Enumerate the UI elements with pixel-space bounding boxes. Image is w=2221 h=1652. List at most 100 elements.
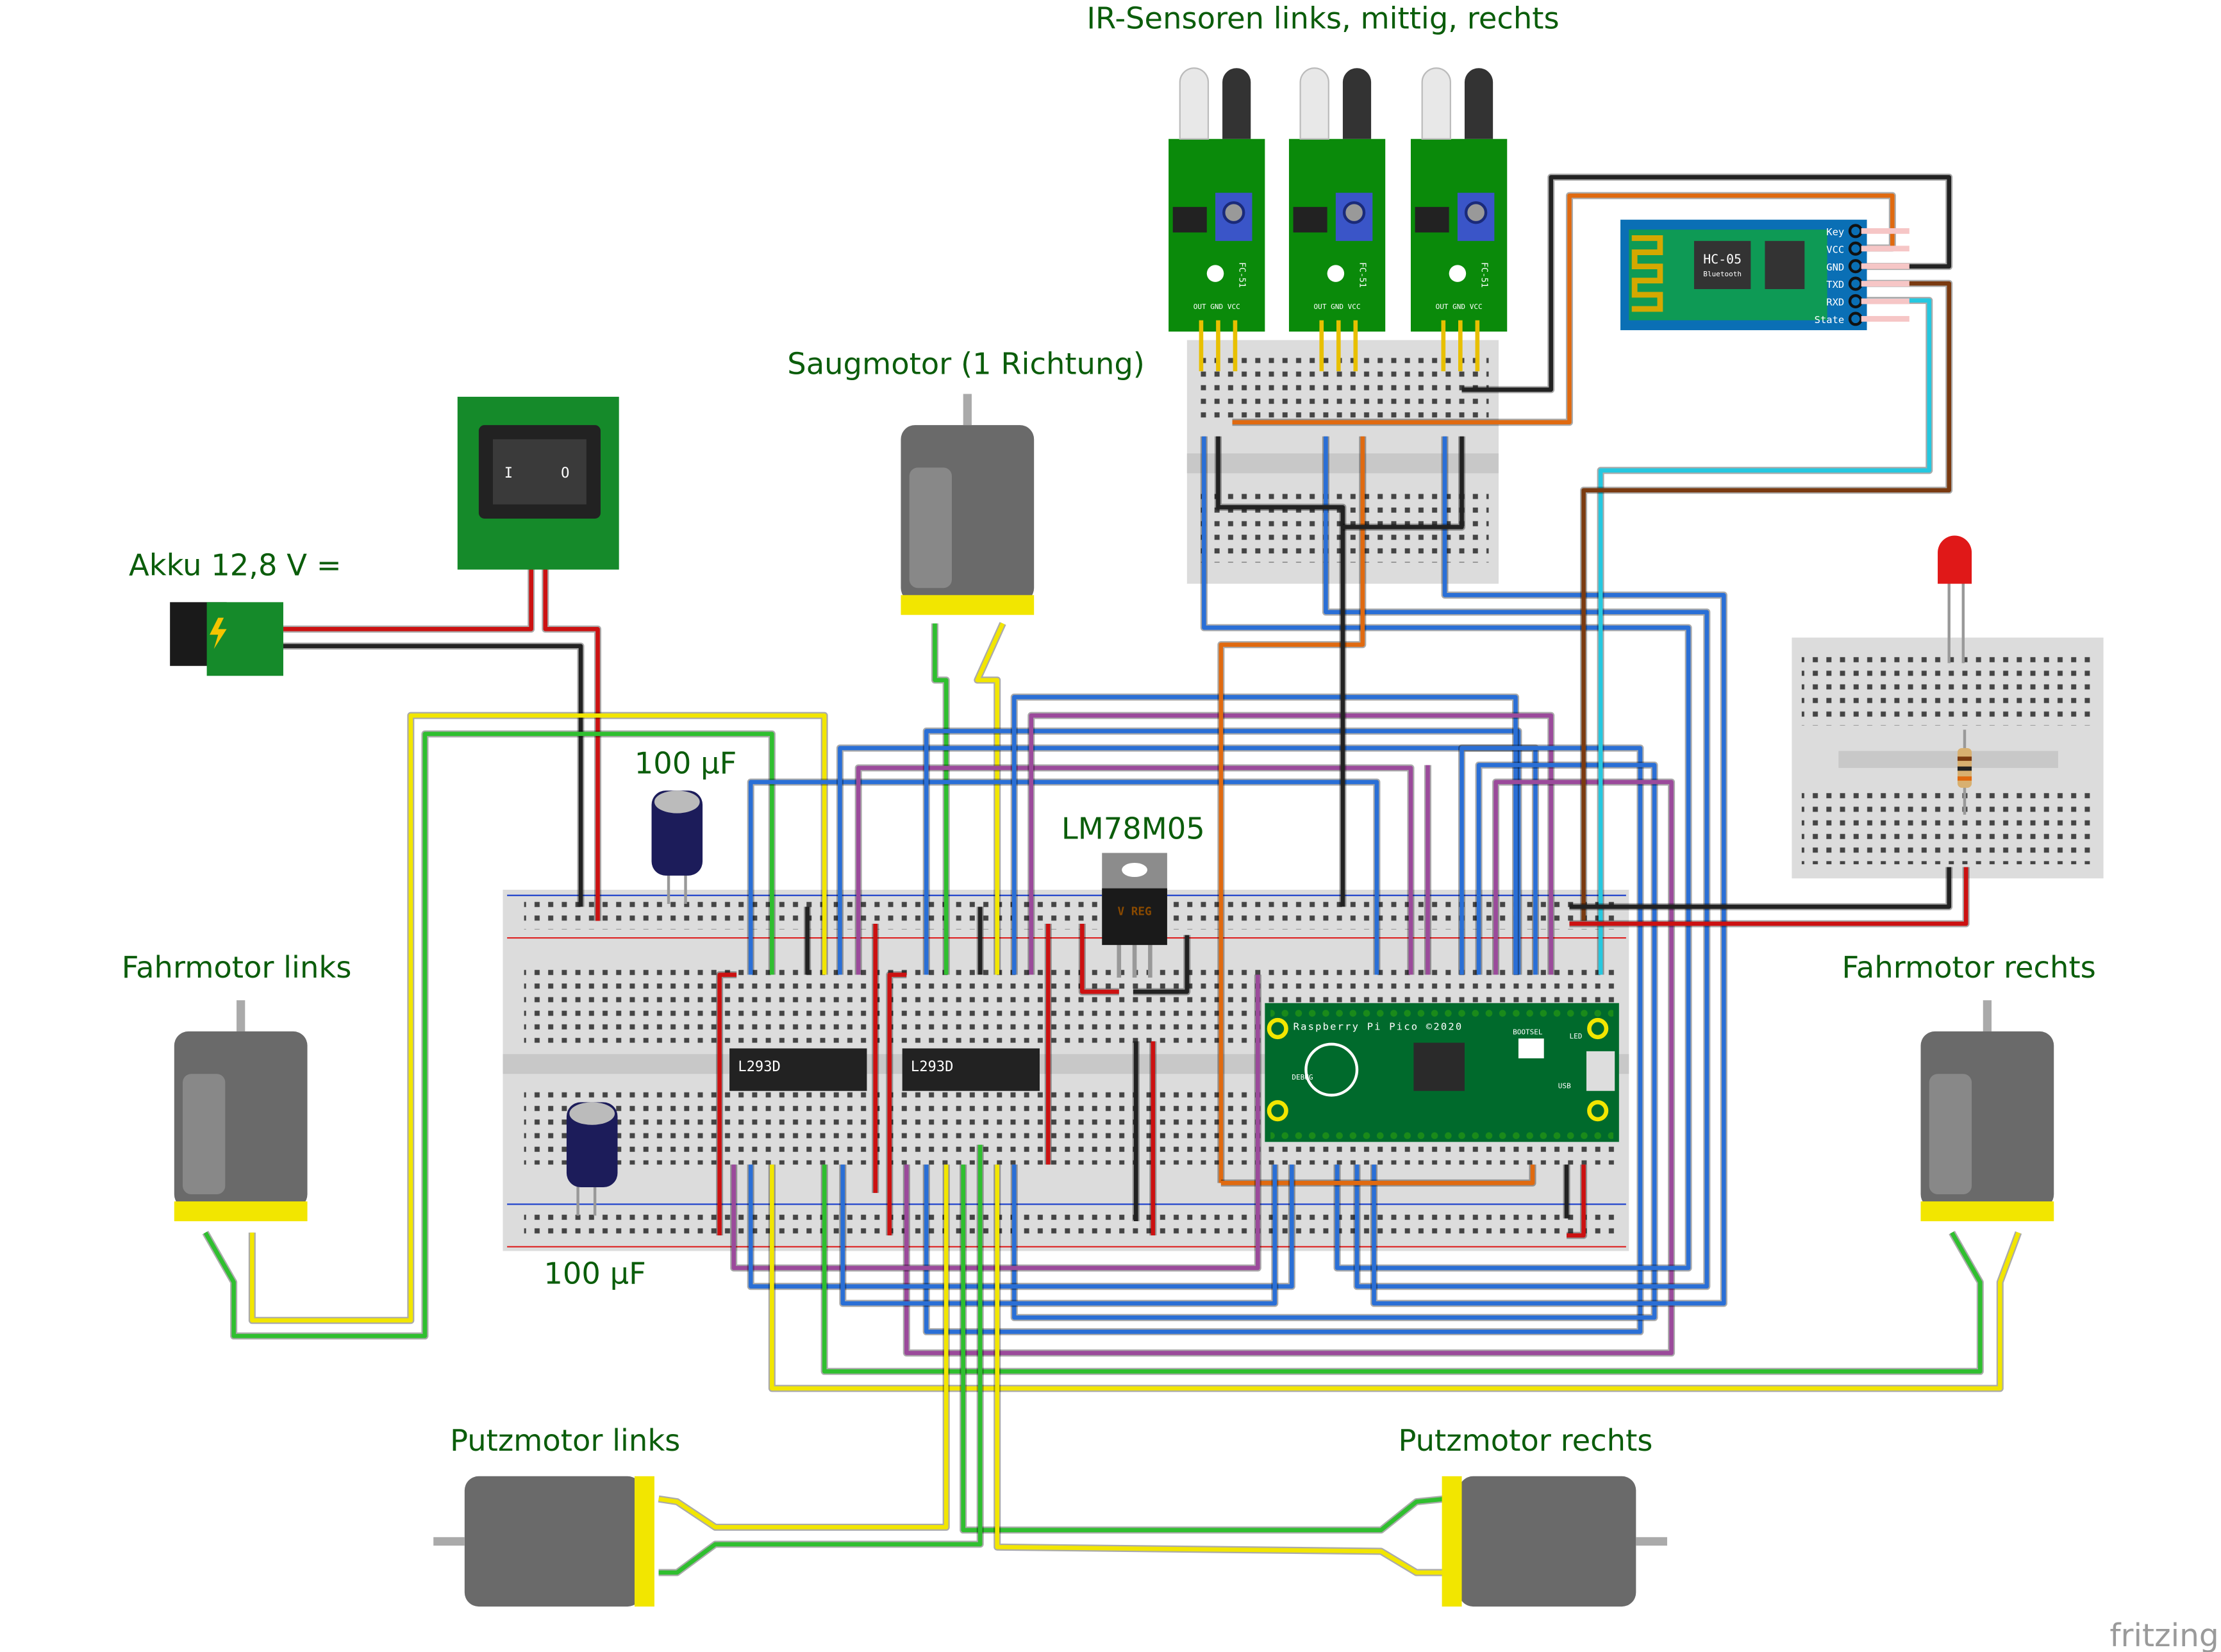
ir-pin-labels: OUT GND VCC — [1314, 303, 1361, 311]
wire-orange — [1219, 436, 1365, 1183]
wire-red — [283, 560, 533, 631]
wire-blue — [1011, 695, 1518, 975]
mounting-hole — [1327, 265, 1345, 282]
hc05-pin-header — [1861, 246, 1909, 252]
wire-blue — [748, 1164, 1294, 1289]
resistor — [1957, 730, 1972, 815]
clean-motor-right-label: Putzmotor rechts — [1399, 1423, 1653, 1458]
wire-blue — [1202, 436, 1691, 1271]
voltage-regulator: V REG — [1102, 853, 1167, 978]
wire-green — [822, 1164, 1983, 1374]
clean-motor-right — [1442, 1476, 1667, 1607]
vacuum-motor-label: Saugmotor (1 Richtung) — [787, 347, 1145, 381]
drive-motor-right — [1920, 1000, 2054, 1222]
regulator-marking: V REG — [1117, 906, 1151, 919]
wire-green — [203, 731, 774, 1339]
ir-model: FC-51 — [1237, 262, 1247, 288]
hc05-pin-label: GND — [1826, 262, 1844, 273]
drive-motor-left — [174, 1000, 308, 1222]
capacitor-bottom-label: 100 µF — [544, 1256, 645, 1290]
wire-yellow — [250, 713, 827, 1323]
ir-chip — [1415, 206, 1449, 233]
bootsel-button[interactable] — [1518, 1038, 1544, 1058]
wire-red — [1569, 867, 1968, 926]
wire-blue — [748, 780, 1379, 975]
mounting-hole — [1449, 265, 1467, 282]
wire-yellow — [658, 1164, 949, 1530]
motor-shaft — [963, 394, 972, 426]
hc05-title: HC-05 — [1703, 252, 1742, 267]
wire-green — [658, 1144, 983, 1575]
battery-label: Akku 12,8 V = — [129, 547, 342, 582]
motor-terminal-cap — [635, 1476, 654, 1607]
motor-shaft — [433, 1537, 465, 1546]
hc05-pin-header — [1861, 228, 1909, 234]
wire-black — [1133, 935, 1190, 994]
usb-port — [1586, 1051, 1615, 1091]
motor-highlight — [909, 467, 952, 588]
motor-highlight — [1929, 1074, 1972, 1195]
wire-outline — [542, 560, 602, 921]
raspberry-logo-icon — [1304, 1042, 1359, 1097]
wire-yellow — [770, 1164, 2021, 1391]
hc05-pin-header — [1861, 281, 1909, 287]
power-switch[interactable]: I O — [457, 396, 619, 570]
chip-label: L293D — [738, 1058, 780, 1075]
motor-terminal-cap — [174, 1201, 308, 1222]
wire-green — [961, 1164, 1445, 1533]
pico-debug-label: DEBUG — [1292, 1073, 1313, 1081]
drive-motor-left-label: Fahrmotor links — [122, 950, 352, 985]
ir-receiver-led — [1464, 68, 1493, 139]
lightning-icon — [210, 617, 227, 649]
wire-red — [1079, 923, 1119, 994]
wires — [202, 173, 2022, 1576]
hc05-pin-label: TXD — [1826, 279, 1844, 290]
hc05-subtitle: Bluetooth — [1703, 270, 1742, 278]
wire-purple — [856, 765, 1413, 975]
ir-model: FC-51 — [1357, 262, 1367, 288]
chip-label: L293D — [911, 1058, 953, 1075]
wire-blue — [1011, 763, 1657, 1320]
wire-red — [1567, 1164, 1586, 1238]
ir-receiver-led — [1342, 68, 1372, 139]
motor-shaft — [1983, 1000, 1992, 1031]
motor-body — [464, 1476, 642, 1607]
ir-emitter-led — [1179, 67, 1210, 140]
hc05-pin-label: State — [1815, 314, 1845, 326]
ir-sensors-label: IR-Sensoren links, mittig, rechts — [1086, 1, 1559, 35]
hc05-pin-header — [1861, 263, 1909, 269]
ir-chip — [1172, 206, 1207, 233]
drive-motor-right-label: Fahrmotor rechts — [1842, 950, 2095, 985]
wire-red — [887, 972, 907, 1236]
raspberry-pi-pico[interactable]: Raspberry Pi Pico ©2020 BOOTSEL LED USB … — [1265, 1003, 1619, 1142]
motors — [174, 394, 2054, 1607]
ir-pin-labels: OUT GND VCC — [1436, 303, 1483, 311]
wire-black — [1569, 867, 1952, 909]
switch-off-mark: O — [561, 465, 569, 481]
motor-highlight — [183, 1074, 226, 1195]
hc05-pin-label: RXD — [1826, 297, 1844, 308]
pico-bootsel-label: BOOTSEL — [1513, 1028, 1543, 1036]
vacuum-motor — [901, 394, 1035, 615]
capacitor-top-label: 100 µF — [635, 746, 737, 781]
red-led — [1938, 535, 1972, 663]
hc05-pin-header — [1861, 298, 1909, 305]
l293d-left: L293D — [729, 1048, 867, 1091]
motor-body — [1459, 1476, 1636, 1607]
motor-terminal-cap — [901, 595, 1035, 615]
l293d-right: L293D — [902, 1048, 1040, 1091]
pico-led-label: LED — [1569, 1032, 1582, 1040]
potentiometer-knob — [1222, 201, 1245, 224]
hc05-pin-header — [1861, 315, 1909, 322]
ir-chip — [1293, 206, 1327, 233]
wire-blue — [838, 746, 1538, 975]
wire-yellow — [995, 1164, 1445, 1575]
wire-yellow — [975, 622, 1005, 975]
wire-black — [1216, 436, 1345, 907]
antenna-icon — [1631, 235, 1663, 312]
wire-green — [933, 623, 949, 975]
potentiometer-knob — [1342, 201, 1366, 224]
wire-blue — [1372, 436, 1726, 1306]
